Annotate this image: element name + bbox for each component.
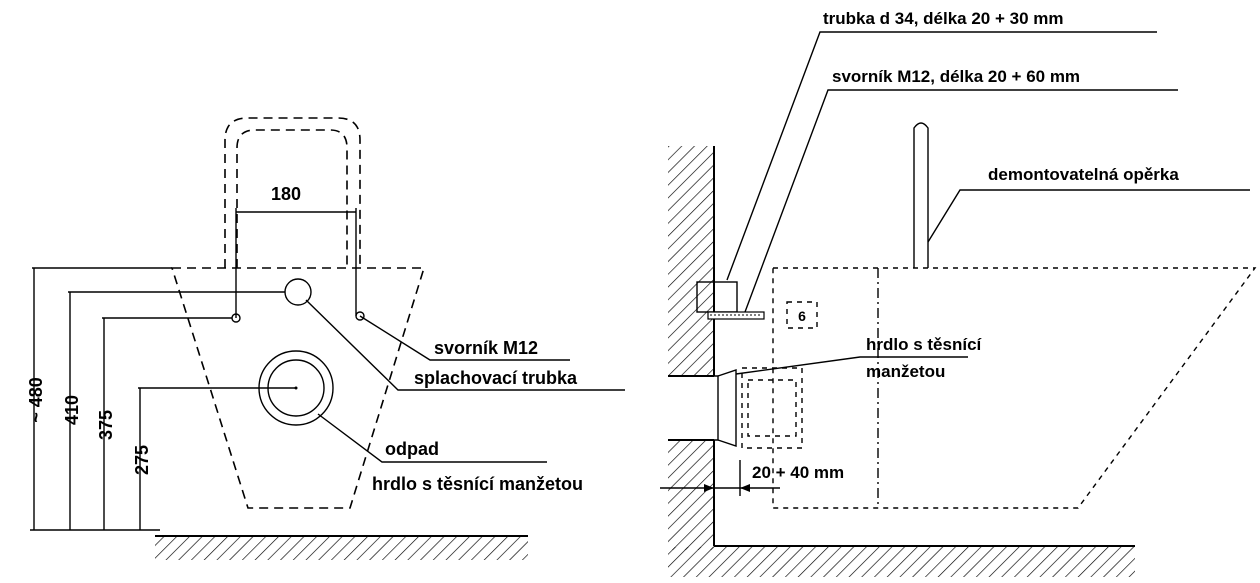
socket-body [717,369,737,447]
socket-flange [714,375,719,441]
label-socket-right-1: hrdlo s těsnící [866,335,983,354]
dim-width-label: 180 [271,184,301,204]
backrest-outline [224,117,361,268]
dim-height-375: 375 [96,410,116,440]
side-bowl-outline [772,267,1257,509]
label-bolt-length: svorník M12, délka 20 + 60 mm [832,67,1080,86]
dim-height-275: 275 [132,445,152,475]
label-bolt-m12: svorník M12 [434,338,538,358]
socket-inner-dashed [747,379,797,437]
label-backrest: demontovatelná opěrka [988,165,1179,184]
floor-hatch-right [668,547,1135,577]
front-view: 180 ~ 480 410 375 275 svorník M12 splach… [26,117,625,560]
leader-socket-right [735,356,968,375]
leader-tube [726,31,1157,281]
leader-bolt-right [744,89,1178,313]
detail-box [786,301,818,329]
backrest-pin [913,122,929,268]
dim-height-480: ~ 480 [26,377,46,423]
wall-hatch-lower [668,440,714,550]
leader-backrest [927,189,1250,243]
socket-outer-dashed [741,367,803,449]
leader-bolt [359,315,570,361]
label-tube: trubka d 34, délka 20 + 30 mm [823,9,1063,28]
gap-arrow-left [704,484,714,492]
label-socket-right-2: manžetou [866,362,945,381]
label-socket: hrdlo s těsnící manžetou [372,474,583,494]
label-gap: 20 + 40 mm [752,463,844,482]
bowl-outline [170,267,426,509]
label-waste: odpad [385,439,439,459]
gap-arrow-right [740,484,750,492]
backrest-inner [236,129,348,268]
floor-hatch-left [155,537,528,560]
side-view: 6 trubka d 34, délka 20 + 30 mm svorník … [660,9,1257,577]
wall-hatch-upper [668,146,714,376]
detail-box-label: 6 [798,308,806,324]
leader-waste [317,413,547,463]
leader-flush [305,299,625,391]
label-flush-pipe: splachovací trubka [414,368,578,388]
dim-height-410: 410 [62,395,82,425]
